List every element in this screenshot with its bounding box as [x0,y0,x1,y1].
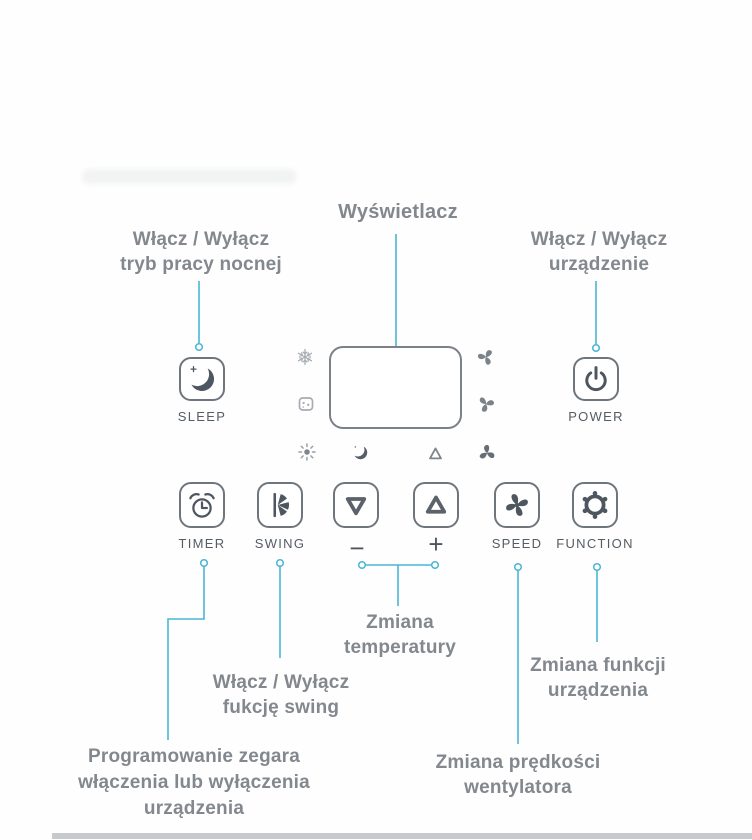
power-button[interactable] [573,357,619,401]
power-button-caption: POWER [568,409,624,424]
function-callout-dot [592,562,602,572]
timer-button[interactable] [179,482,225,528]
temp-down-button[interactable] [333,482,379,528]
sparkle-icon [190,365,197,373]
water-tank-icon [297,395,315,413]
timer-button-group: TIMER [179,482,225,551]
swing-button-group: SWING [255,482,304,551]
fan-icon [476,442,498,464]
fan-speed-icon [506,494,528,516]
scan-smudge [82,169,297,184]
sleep-callout-dot [194,342,204,352]
triangle-down-icon [345,497,367,516]
swing-louver-icon [273,492,290,518]
moon-icon [190,365,215,392]
function-button-group: FUNCTION [556,482,632,551]
power-icon [585,366,607,392]
fan-icon [475,393,497,415]
function-dial-icon [582,491,608,519]
scan-edge-bar [52,833,752,839]
minus-sign: − [349,533,365,563]
swing-callout-dot [275,558,285,568]
sleep-button-group: SLEEP [178,357,225,424]
timer-callout-label: Programowanie zegara włączenia lub wyłąc… [78,746,310,819]
triangle-up-icon [425,495,447,514]
timer-button-caption: TIMER [178,536,226,551]
power-callout-label: Włącz / Wyłącz urządzenie [530,229,668,275]
plus-sign: + [428,529,444,559]
power-callout-dot [591,343,601,353]
function-callout-label: Zmiana funkcji urządzenia [530,655,666,701]
speed-callout-dot [513,562,523,572]
swing-callout-label: Włącz / Wyłącz fukcję swing [212,672,350,718]
swing-button-caption: SWING [254,536,306,551]
timer-callout-dot [199,558,209,568]
temp-up-button-group [413,482,459,528]
speed-button-caption: SPEED [491,536,543,551]
speed-button-group: SPEED [492,482,541,551]
sun-icon [296,441,318,463]
temp-down-button-group [333,482,379,528]
sleep-button-caption: SLEEP [177,409,227,424]
speed-callout-label: Zmiana prędkości wentylatora [435,752,601,798]
function-button-caption: FUNCTION [556,536,634,551]
temperature-callout-label: Zmiana temperatury [343,612,457,658]
power-button-group: POWER [568,357,623,424]
snowflake-icon [294,346,316,368]
sleep-button[interactable] [179,357,225,401]
function-button[interactable] [572,482,618,528]
temp-up-button[interactable] [413,482,459,528]
fan-icon [475,346,497,368]
swing-button[interactable] [257,482,303,528]
plus-callout-dot [430,560,440,570]
lcd-display [329,346,462,429]
speed-button[interactable] [494,482,540,528]
sleep-callout-label: Włącz / Wyłącz tryb pracy nocnej [120,229,282,275]
triangle-outline-icon [427,445,444,461]
temperature-callout-line [365,564,432,606]
alarm-clock-icon [189,493,215,518]
moon-small-icon [351,443,370,462]
display-callout-label: Wyświetlacz [338,201,458,223]
